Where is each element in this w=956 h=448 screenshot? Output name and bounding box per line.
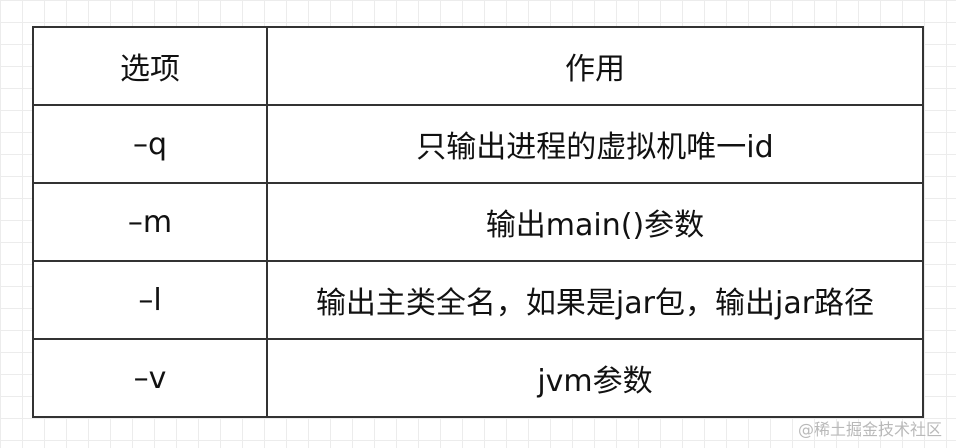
table-row: –m 输出main()参数	[32, 182, 924, 262]
header-description: 作用	[266, 26, 924, 106]
table-header-row: 选项 作用	[32, 26, 924, 106]
description-cell: 输出主类全名，如果是jar包，输出jar路径	[266, 260, 924, 340]
description-cell: 输出main()参数	[266, 182, 924, 262]
description-cell: 只输出进程的虚拟机唯一id	[266, 104, 924, 184]
option-cell: –m	[32, 182, 268, 262]
option-cell: –q	[32, 104, 268, 184]
table-row: –v jvm参数	[32, 338, 924, 418]
option-cell: –v	[32, 338, 268, 418]
table-row: –q 只输出进程的虚拟机唯一id	[32, 104, 924, 184]
options-table: 选项 作用 –q 只输出进程的虚拟机唯一id –m 输出main()参数 –l …	[32, 26, 924, 418]
description-cell: jvm参数	[266, 338, 924, 418]
option-cell: –l	[32, 260, 268, 340]
header-option: 选项	[32, 26, 268, 106]
table-row: –l 输出主类全名，如果是jar包，输出jar路径	[32, 260, 924, 340]
watermark: @稀土掘金技术社区	[797, 420, 942, 439]
